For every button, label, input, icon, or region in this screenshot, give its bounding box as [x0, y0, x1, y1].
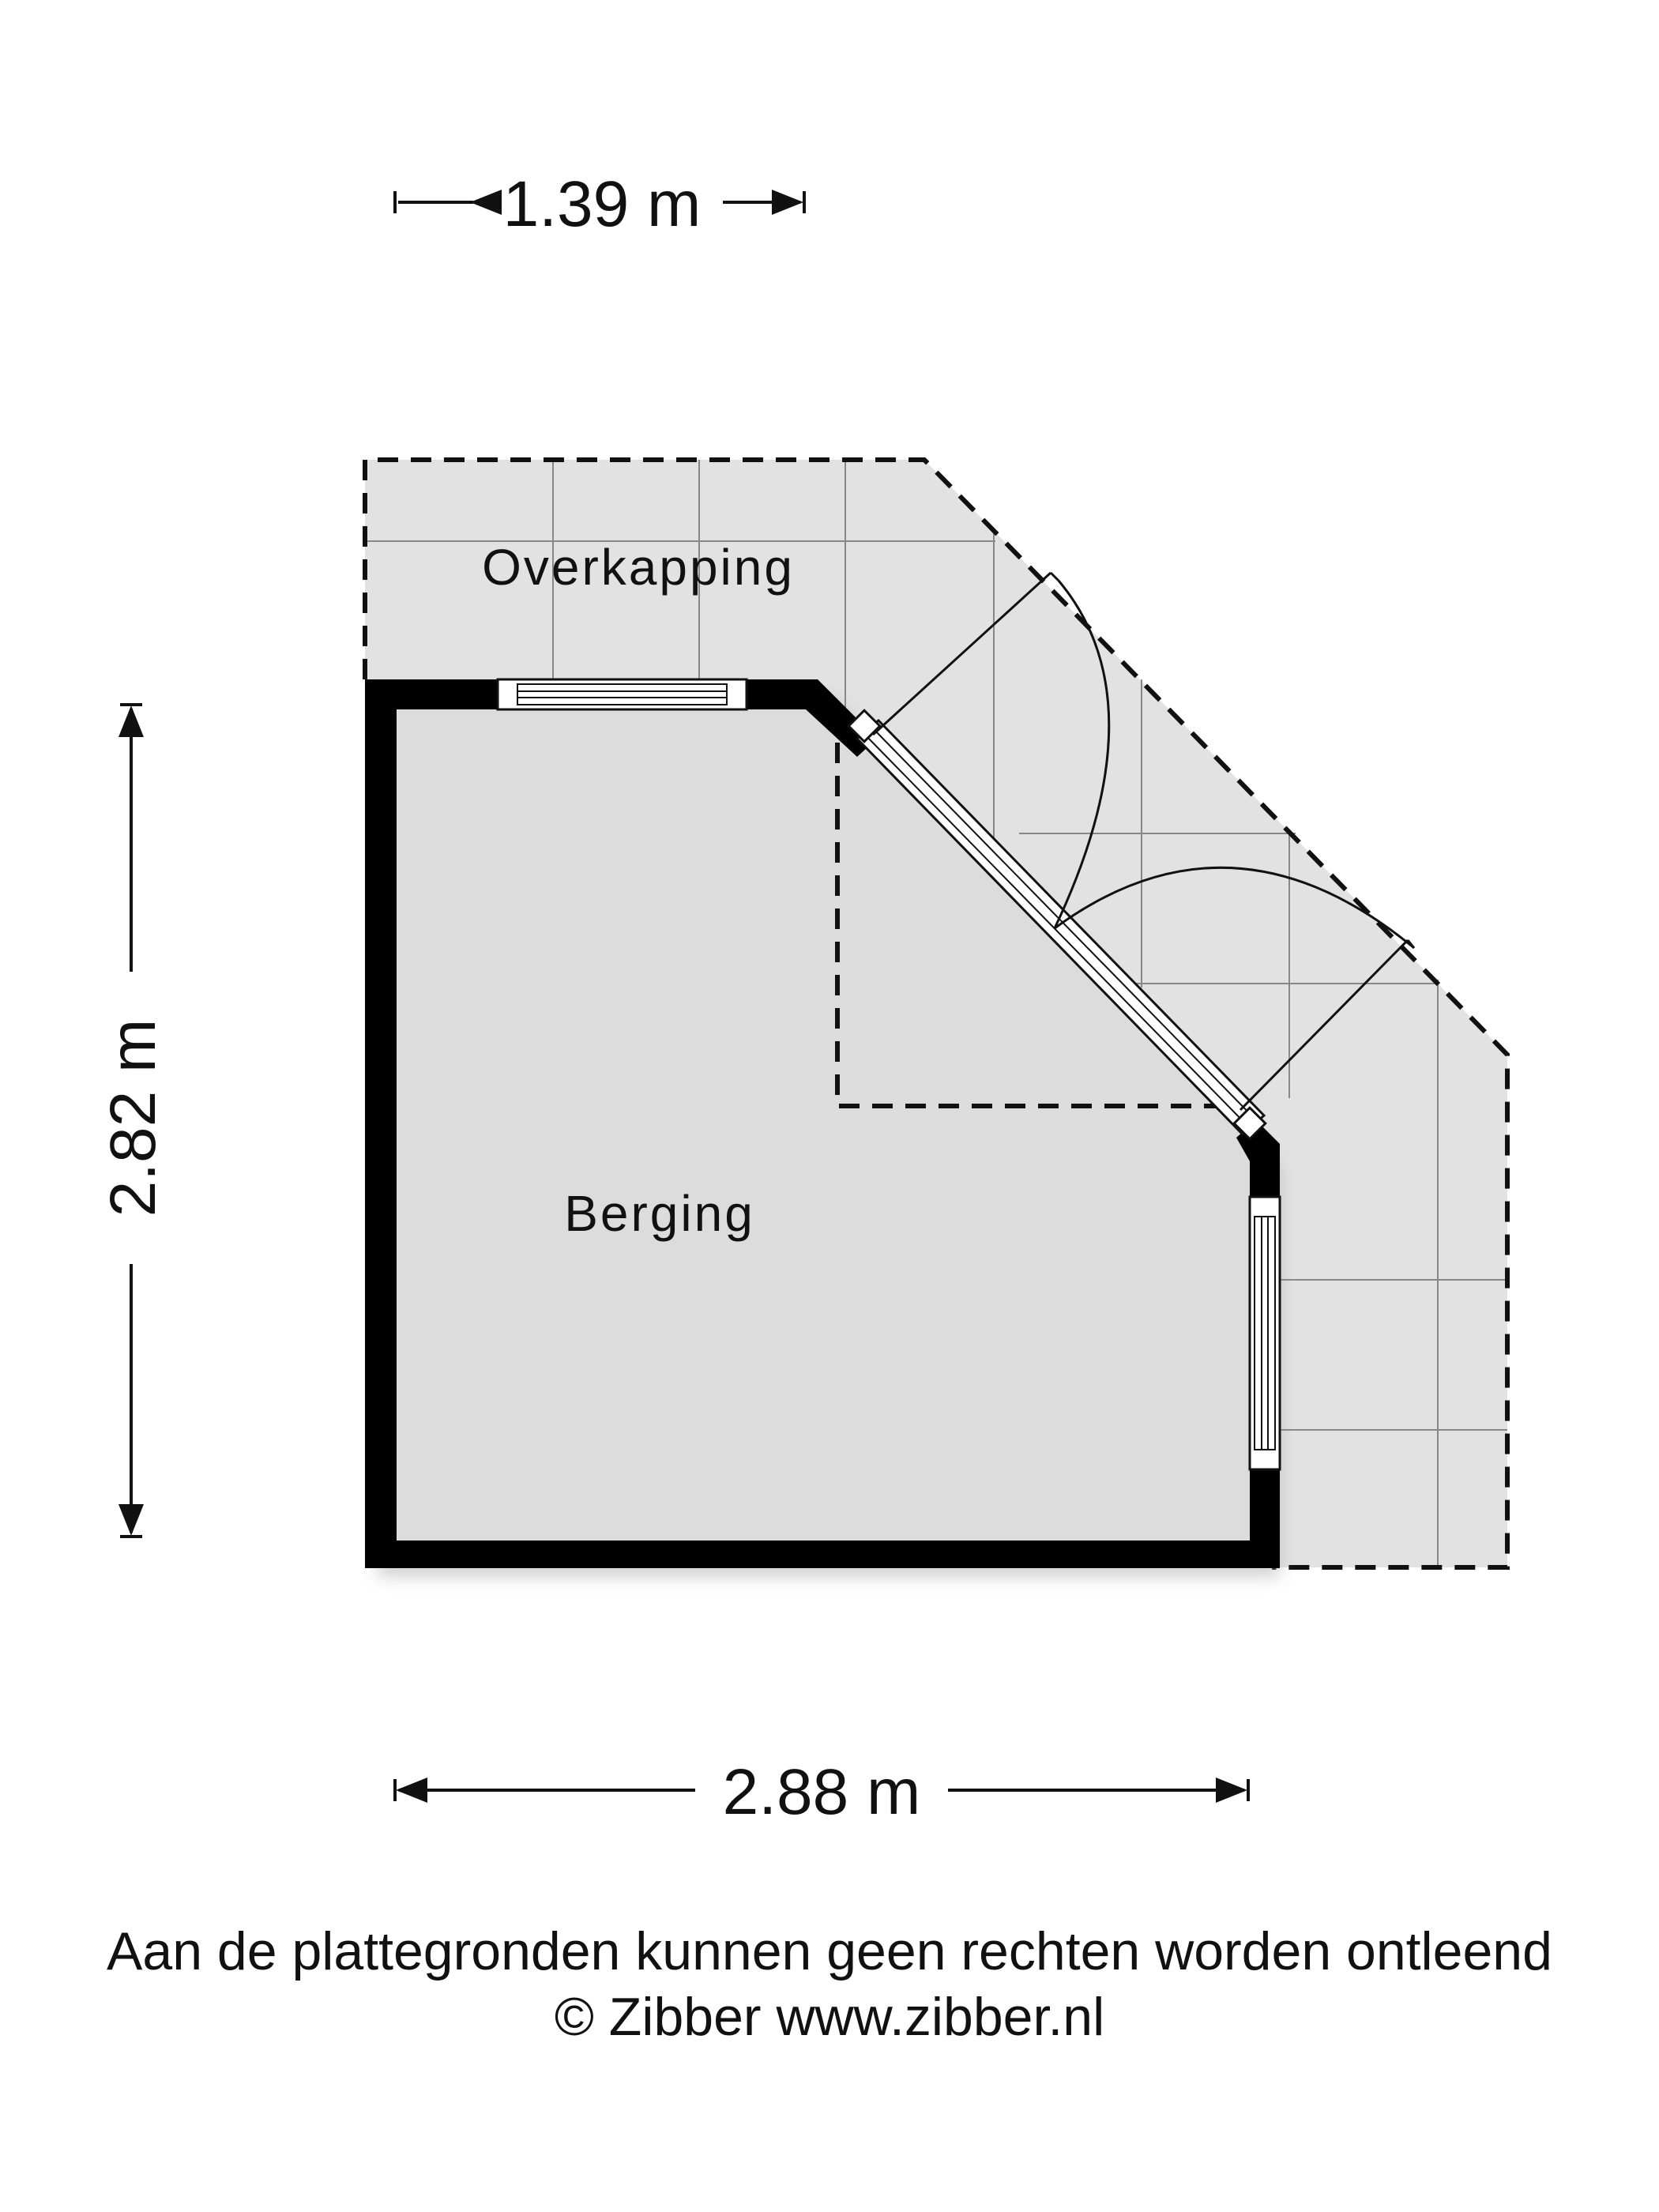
covered-area-outline — [363, 457, 1510, 1570]
dimension-top-width: 1.39 m — [393, 168, 806, 240]
double-door — [871, 571, 1416, 1112]
disclaimer-text: Aan de plattegronden kunnen geen rechten… — [107, 1921, 1552, 1981]
walls — [365, 679, 1280, 1568]
copyright-text: © Zibber www.zibber.nl — [554, 1987, 1105, 2047]
diagonal-glazing — [847, 709, 1267, 1141]
dimension-left-height: 2.82 m — [97, 703, 169, 1538]
top-window — [496, 678, 748, 711]
room-label-berging: Berging — [564, 1185, 755, 1242]
dimension-bottom-width: 2.88 m — [393, 1756, 1250, 1828]
berging-floor — [381, 694, 1264, 1552]
dimension-label-top: 1.39 m — [503, 168, 702, 240]
dimension-label-bottom: 2.88 m — [723, 1756, 921, 1828]
tile-grid — [365, 460, 1507, 1567]
covered-area — [365, 460, 1507, 1567]
right-window — [1248, 1195, 1281, 1471]
dimension-label-left: 2.82 m — [97, 1019, 169, 1217]
room-label-overkapping: Overkapping — [482, 539, 795, 596]
